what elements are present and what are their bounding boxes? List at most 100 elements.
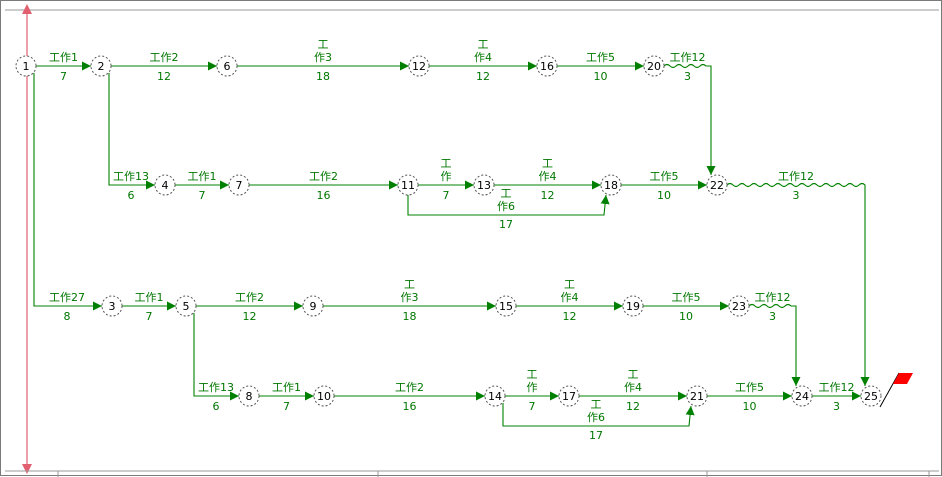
node-label: 1 [23, 60, 30, 73]
node-15[interactable]: 15 [495, 295, 517, 317]
node-circle [228, 174, 250, 196]
activity-1-3-name: 工作27 [49, 291, 85, 304]
activity-6-12-duration: 18 [316, 70, 330, 83]
activity-2-6-name: 工作2 [150, 51, 179, 64]
node-circle [473, 174, 495, 196]
activity-1-3-line [33, 73, 102, 311]
node-2[interactable]: 2 [90, 55, 112, 77]
node-12[interactable]: 12 [408, 55, 430, 77]
node-label: 23 [732, 300, 746, 313]
node-circle [495, 295, 517, 317]
node-4[interactable]: 4 [154, 174, 176, 196]
activity-8-10-name: 工作1 [272, 381, 301, 394]
node-16[interactable]: 16 [536, 55, 558, 77]
activity-5-8-line [193, 313, 239, 401]
node-label: 16 [540, 60, 554, 73]
activity-22-25-name: 工作12 [778, 170, 814, 183]
node-11[interactable]: 11 [397, 174, 419, 196]
node-6[interactable]: 6 [216, 55, 238, 77]
activity-17-21-duration: 12 [626, 400, 640, 413]
node-label: 2 [98, 60, 105, 73]
activity-11-18-name: 工作6 [497, 187, 515, 213]
activity-11-13-duration: 7 [443, 189, 450, 202]
activity-14-21-name: 工作6 [587, 398, 605, 424]
activity-10-14-name: 工作2 [395, 381, 424, 394]
node-24[interactable]: 24 [791, 385, 813, 407]
node-10[interactable]: 10 [313, 385, 335, 407]
activity-23-24-name: 工作12 [755, 291, 791, 304]
activity-6-12-name: 工作3 [314, 38, 332, 64]
node-20[interactable]: 20 [643, 55, 665, 77]
node-8[interactable]: 8 [238, 385, 260, 407]
node-21[interactable]: 21 [686, 385, 708, 407]
node-label: 11 [401, 179, 415, 192]
node-label: 14 [488, 390, 502, 403]
activity-9-15-name: 工作3 [401, 278, 419, 304]
node-label: 20 [647, 60, 661, 73]
activity-20-22-duration: 3 [684, 70, 691, 83]
activity-21-24-duration: 10 [743, 400, 757, 413]
node-circle [302, 295, 324, 317]
node-13[interactable]: 13 [473, 174, 495, 196]
node-label: 18 [604, 179, 618, 192]
activity-24-25-name: 工作12 [819, 381, 855, 394]
activity-5-9-name: 工作2 [235, 291, 264, 304]
activity-10-14-duration: 16 [403, 400, 417, 413]
node-circle [238, 385, 260, 407]
node-circle [791, 385, 813, 407]
activity-15-19-duration: 12 [563, 310, 577, 323]
node-7[interactable]: 7 [228, 174, 250, 196]
node-circle [90, 55, 112, 77]
node-label: 17 [562, 390, 576, 403]
node-circle [558, 385, 580, 407]
node-label: 24 [795, 390, 809, 403]
node-circle [728, 295, 750, 317]
activity-7-11-name: 工作2 [309, 170, 338, 183]
node-circle [154, 174, 176, 196]
node-14[interactable]: 14 [484, 385, 506, 407]
node-25[interactable]: 25 [860, 385, 882, 407]
node-17[interactable]: 17 [558, 385, 580, 407]
node-18[interactable]: 18 [600, 174, 622, 196]
activity-2-4-duration: 6 [128, 189, 135, 202]
activity-4-7-duration: 7 [199, 189, 206, 202]
node-label: 3 [109, 300, 116, 313]
activity-11-18-line [407, 194, 610, 216]
activity-17-21-name: 工作4 [624, 368, 642, 394]
activity-13-18-name: 工作4 [539, 157, 557, 183]
activity-23-24-duration: 3 [769, 310, 776, 323]
activity-4-7-name: 工作1 [188, 170, 217, 183]
node-19[interactable]: 19 [622, 295, 644, 317]
activity-18-22-duration: 10 [657, 189, 671, 202]
node-1[interactable]: 1 [15, 55, 37, 77]
node-9[interactable]: 9 [302, 295, 324, 317]
node-3[interactable]: 3 [101, 295, 123, 317]
node-label: 22 [710, 179, 724, 192]
activity-15-19-name: 工作4 [561, 278, 579, 304]
activity-14-21-line [502, 403, 695, 427]
activity-22-25-duration: 3 [793, 189, 800, 202]
activity-3-5-name: 工作1 [135, 291, 164, 304]
activity-7-11-duration: 16 [317, 189, 331, 202]
node-label: 15 [499, 300, 513, 313]
node-label: 12 [412, 60, 426, 73]
node-label: 5 [183, 300, 190, 313]
node-22[interactable]: 22 [706, 174, 728, 196]
activity-19-23-name: 工作5 [672, 291, 701, 304]
activity-16-20-name: 工作5 [586, 51, 615, 64]
node-circle [484, 385, 506, 407]
node-label: 25 [864, 390, 878, 403]
activity-12-16-name: 工作4 [474, 38, 492, 64]
activity-20-22-name: 工作12 [670, 51, 706, 64]
node-circle [536, 55, 558, 77]
node-label: 6 [224, 60, 231, 73]
flag-pole [879, 372, 900, 408]
activity-14-17-duration: 7 [529, 400, 536, 413]
node-circle [15, 55, 37, 77]
activity-11-18-duration: 17 [499, 218, 513, 231]
node-5[interactable]: 5 [175, 295, 197, 317]
node-label: 7 [236, 179, 243, 192]
node-circle [397, 174, 419, 196]
node-23[interactable]: 23 [728, 295, 750, 317]
